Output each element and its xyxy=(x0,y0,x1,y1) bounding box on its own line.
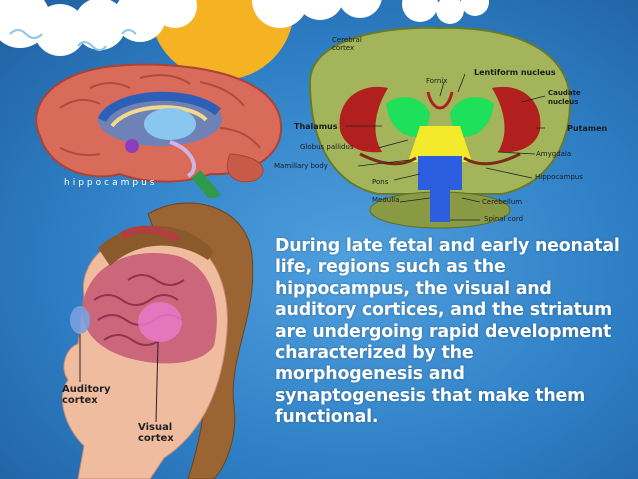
label-fornix: Fornix xyxy=(426,77,447,85)
label-amygdala: Amygdala xyxy=(536,150,571,158)
label-auditory-cortex: Auditory cortex xyxy=(62,384,114,406)
label-mamillary-body: Mamillary body xyxy=(274,162,328,170)
label-visual-cortex: Visual cortex xyxy=(138,422,182,444)
slide-body-text: During late fetal and early neonatal lif… xyxy=(275,236,620,429)
label-lentiform-nucleus: Lentiform nucleus xyxy=(474,68,556,77)
label-thalamus: Thalamus xyxy=(294,122,337,131)
label-pons: Pons xyxy=(372,178,388,186)
hippocampus-brain-figure xyxy=(20,58,290,198)
hippocampus-caption: hippocampus xyxy=(64,178,157,188)
label-spinal-cord: Spinal cord xyxy=(484,215,523,223)
label-cerebellum: Cerebellum xyxy=(482,198,522,206)
label-hippocampus: Hippocampus xyxy=(535,173,583,181)
label-caudate-nucleus: Caudate nucleus xyxy=(548,89,588,107)
label-globus-pallidus: Globus pallidus xyxy=(300,143,354,151)
label-putamen: Putamen xyxy=(567,124,607,133)
label-medulla: Medulla xyxy=(372,196,399,204)
label-cerebral-cortex: Cerebral cortex xyxy=(332,36,372,52)
